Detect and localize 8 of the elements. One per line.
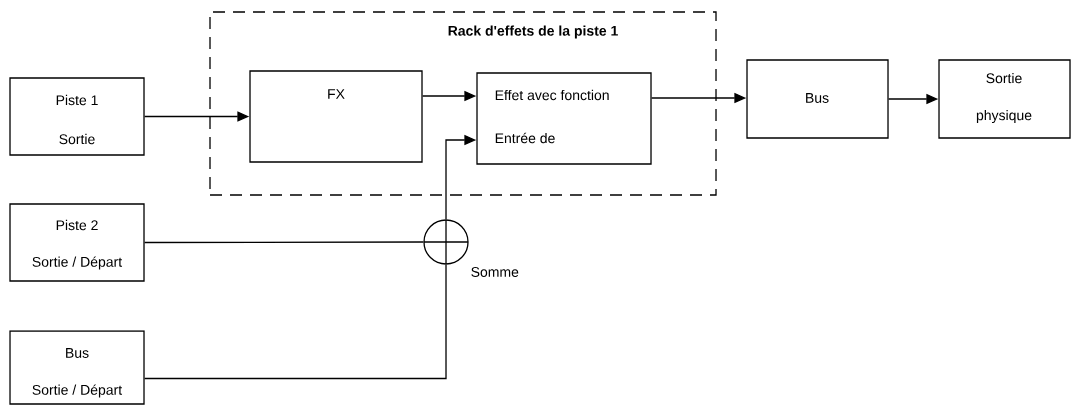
process-box: Effet avec fonction Entrée de [476, 72, 652, 165]
process-box: Piste 1 Sortie [9, 77, 145, 156]
process-box: Piste 2 Sortie / Départ [9, 203, 145, 282]
process-box: Sortie physique [938, 59, 1071, 139]
process-box: Bus [746, 59, 889, 139]
node-caption: Somme [471, 267, 519, 277]
process-box: FX [249, 70, 423, 163]
process-box: Bus Sortie / Départ [9, 330, 145, 405]
